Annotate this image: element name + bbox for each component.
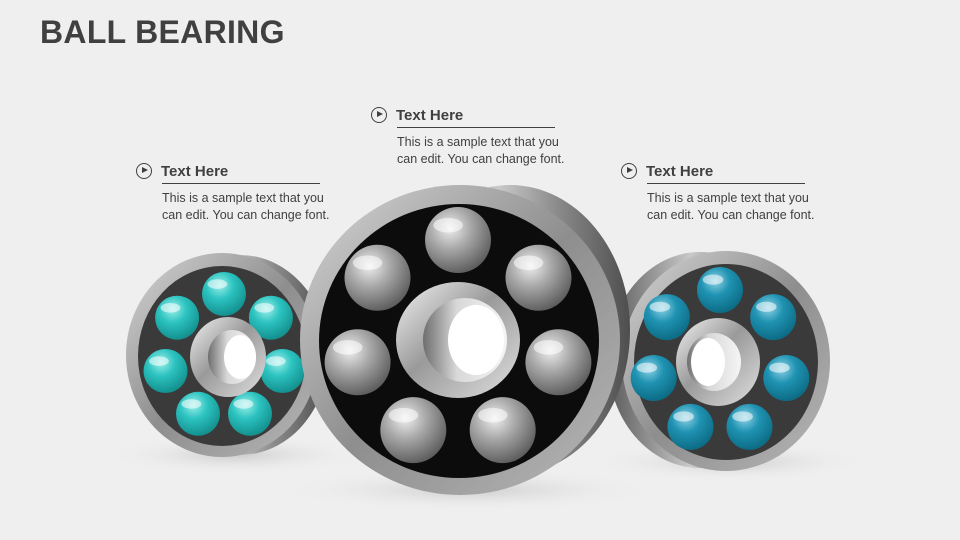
ball-highlight: [332, 340, 363, 355]
ball: [344, 244, 411, 311]
ball: [667, 403, 714, 450]
ball: [643, 294, 690, 341]
ball: [155, 295, 200, 340]
ball-highlight: [181, 399, 202, 409]
ball-highlight: [207, 279, 228, 289]
ball: [260, 349, 305, 393]
ball-highlight: [702, 274, 724, 285]
center-bearing: [300, 185, 630, 495]
ball: [228, 391, 272, 436]
ball-highlight: [732, 411, 753, 422]
ball: [505, 244, 572, 311]
ball: [324, 329, 391, 396]
ball-highlight: [636, 362, 658, 373]
ball: [763, 355, 810, 401]
ball-highlight: [254, 303, 275, 313]
ball: [525, 329, 592, 396]
left-bearing: [126, 253, 328, 457]
divider: [647, 183, 805, 184]
play-icon: [371, 107, 387, 123]
ball-highlight: [352, 255, 383, 271]
ball-highlight: [649, 301, 671, 312]
ball-highlight: [756, 301, 777, 312]
callout-body: This is a sample text that you can edit.…: [397, 135, 565, 166]
ball-highlight: [533, 340, 564, 355]
ball: [380, 397, 447, 464]
ball: [202, 272, 246, 316]
ball-highlight: [513, 255, 544, 271]
ball-highlight: [266, 356, 286, 366]
divider: [397, 127, 555, 128]
ball: [697, 267, 743, 313]
ball: [726, 403, 773, 450]
ball-highlight: [673, 411, 694, 422]
callout-heading: Text Here: [161, 162, 229, 180]
ball-highlight: [233, 399, 254, 409]
ball-highlight: [769, 362, 790, 373]
right-bearing: [608, 251, 830, 471]
callout-heading: Text Here: [646, 162, 714, 180]
page-title: BALL BEARING: [40, 14, 285, 50]
ball: [469, 397, 536, 464]
ball: [143, 349, 188, 393]
ball-highlight: [160, 303, 181, 313]
callout-left: Text Here This is a sample text that you…: [136, 160, 336, 224]
ball: [176, 391, 220, 436]
ball: [630, 355, 677, 401]
callout-body: This is a sample text that you can edit.…: [647, 191, 815, 222]
ball-highlight: [149, 356, 169, 366]
divider: [162, 183, 320, 184]
callout-heading: Text Here: [396, 106, 464, 124]
callout-right: Text Here This is a sample text that you…: [621, 160, 821, 224]
ball-highlight: [433, 217, 463, 233]
ball-highlight: [388, 407, 419, 423]
ball: [750, 294, 797, 341]
play-icon: [136, 163, 152, 179]
ball: [425, 207, 491, 273]
play-icon: [621, 163, 637, 179]
callout-center: Text Here This is a sample text that you…: [371, 104, 571, 168]
ball-highlight: [478, 407, 508, 423]
callout-body: This is a sample text that you can edit.…: [162, 191, 330, 222]
